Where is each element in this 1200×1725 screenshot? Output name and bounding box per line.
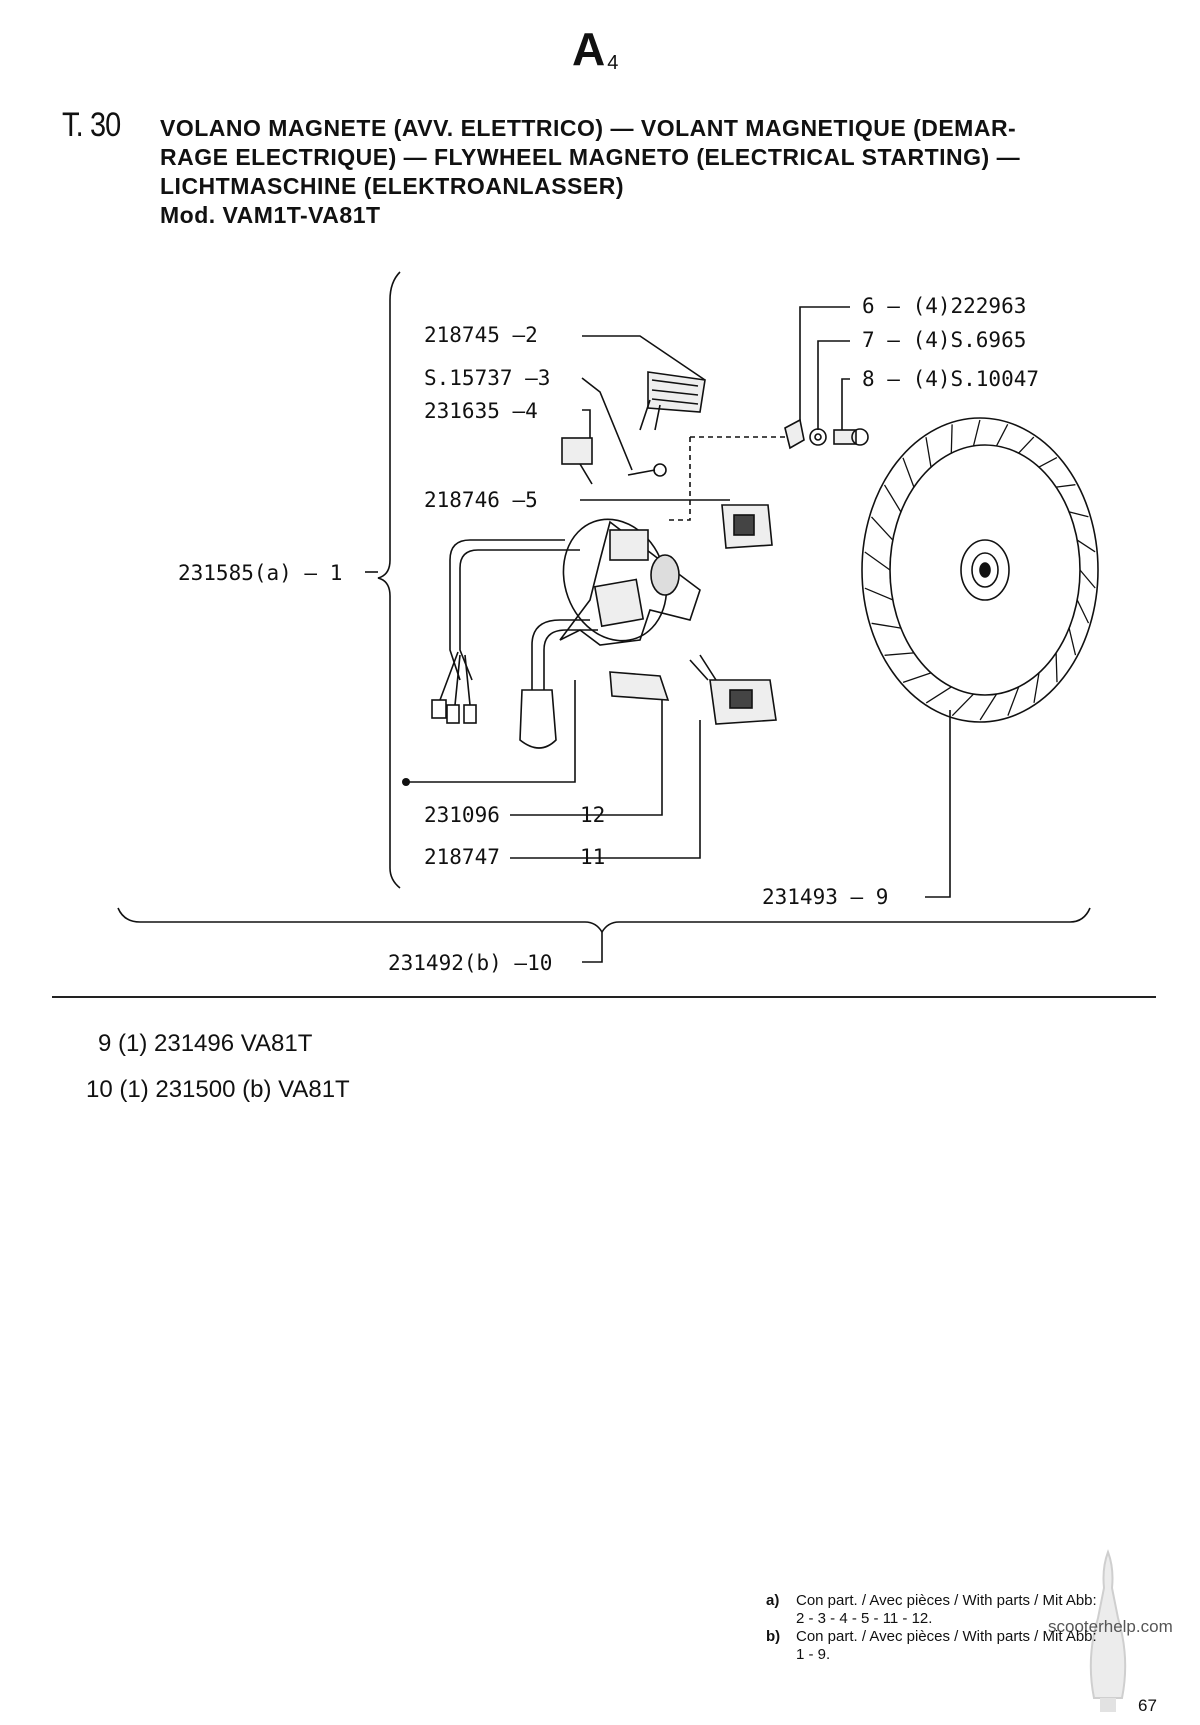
flywheel-fin [871,516,894,541]
leader-9 [925,710,951,898]
watermark-scooter-icon [1089,1549,1127,1712]
leader-4 [582,409,591,440]
leader-2 [582,335,706,381]
callout-4: 231635 —4 [424,399,538,423]
leader-12 [576,690,663,816]
flywheel-fin [1018,436,1035,454]
flywheel-fin [902,672,932,684]
stator-assembly [431,518,701,749]
leader-stator [408,680,576,783]
flywheel-fin [864,587,894,601]
watermark-text: scooterhelp.com [1048,1617,1173,1636]
flywheel-fin [883,484,902,513]
flywheel-fin [1038,457,1058,468]
flywheel-fin [902,457,915,488]
callout-12-number: 12 [580,803,605,827]
hardware-6-7-8 [784,418,869,450]
callout-10: 231492(b) —10 [388,951,552,975]
title-line: RAGE ELECTRIQUE) — FLYWHEEL MAGNETO (ELE… [160,144,1021,170]
part-3-screw [627,463,667,477]
callout-7: 7 — (4)S.6965 [862,328,1026,352]
flywheel-fin [979,693,998,721]
leader-7 [817,340,850,430]
flywheel [861,417,1099,723]
leader-6 [799,306,850,430]
variant-row: 10 (1) 231500 (b) VA81T [86,1076,350,1103]
part-5-coil [721,504,773,549]
part-4-connector [561,437,593,485]
flywheel-fin [925,437,932,468]
callout-5: 218746 —5 [424,488,538,512]
callout-11-code: 218747 [424,845,500,869]
flywheel-fin [1076,539,1096,553]
flywheel-fin [871,622,902,629]
variant-row: 9 (1) 231496 VA81T [98,1030,313,1057]
callout-6: 6 — (4)222963 [862,294,1026,318]
flywheel-fin [972,419,981,447]
part-12-coil [609,671,670,701]
footnotes: a) Con part. / Avec pièces / With parts … [766,1592,1186,1664]
flywheel-fin [1068,627,1077,656]
flywheel-fin [951,693,974,717]
callout-1: 231585(a) — 1 [178,561,342,585]
part-11-coil [689,654,777,725]
flywheel-fin [864,551,891,571]
title-line: Mod. VAM1T-VA81T [160,202,381,228]
flywheel-fin [1068,511,1089,518]
page-number: 67 [1138,1696,1157,1715]
callout-11-number: 11 [580,845,605,869]
exploded-diagram: 231585(a) — 1 218745 —2 S.15737 —3 23163… [117,271,1099,975]
leader-11 [576,720,701,859]
leader-8 [841,378,850,430]
callout-8: 8 — (4)S.10047 [862,367,1039,391]
callout-3: S.15737 —3 [424,366,550,390]
part-2-coil [639,371,706,431]
callout-2: 218745 —2 [424,323,538,347]
flywheel-fin [1079,569,1096,589]
flywheel-fin [884,652,914,656]
group-brace-1 [377,271,401,889]
table-number: T. 30 [62,106,121,144]
flywheel-fin [925,686,952,704]
flywheel-fin [1055,652,1058,683]
footnote-b: b) Con part. / Avec pièces / With parts … [766,1628,1097,1663]
flywheel-fin [995,424,1009,447]
title-line: LICHTMASCHINE (ELEKTROANLASSER) [160,173,624,199]
section-divider [52,996,1156,998]
flywheel-fin [1056,484,1076,488]
flywheel-fin [1033,672,1040,703]
callout-9: 231493 — 9 [762,885,888,909]
flywheel-fin [1007,686,1020,716]
page-title: VOLANO MAGNETE (AVV. ELETTRICO) — VOLANT… [160,114,1160,230]
leader-3 [581,377,633,471]
title-line: VOLANO MAGNETE (AVV. ELETTRICO) — VOLANT… [160,115,1017,141]
footnote-a: a) Con part. / Avec pièces / With parts … [766,1592,1097,1627]
callout-12-code: 231096 [424,803,500,827]
flywheel-fin [950,424,953,454]
group-brace-10 [117,907,1091,934]
flywheel-fin [1076,599,1090,624]
